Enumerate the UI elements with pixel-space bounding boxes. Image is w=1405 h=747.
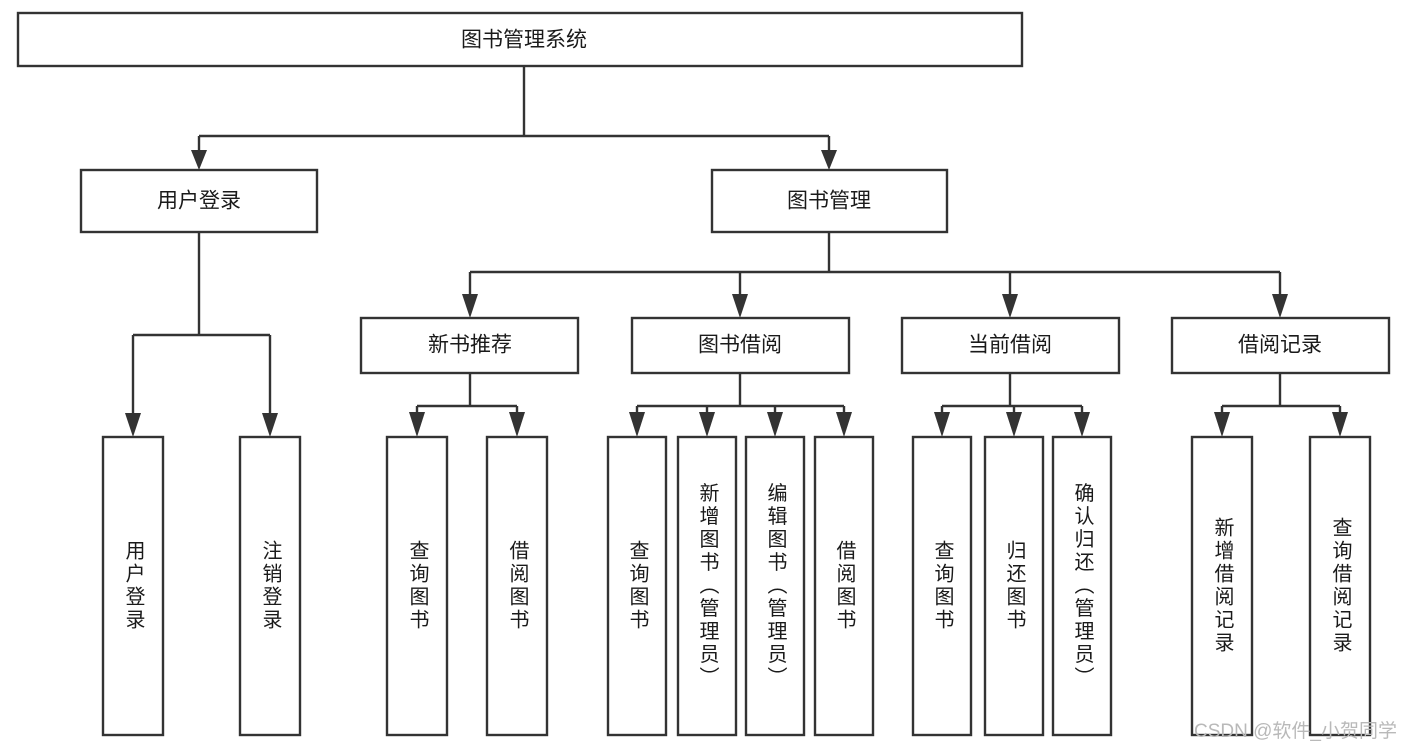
- arrowhead-user-login: [191, 150, 207, 170]
- arrowhead-leaf-user-logout: [262, 413, 278, 437]
- node-leaf-cur-confirm-return-label: 确认归还（管理员）: [1071, 482, 1094, 689]
- node-leaf-borrow-borrow-book[interactable]: 借阅图书: [813, 435, 875, 737]
- node-leaf-rec-add-record-label: 新增借阅记录: [1211, 517, 1234, 655]
- node-leaf-rec-borrow-book-box[interactable]: [485, 435, 549, 737]
- node-borrow-record-label: 借阅记录: [1238, 334, 1322, 357]
- node-new-book-rec[interactable]: 新书推荐: [359, 316, 580, 375]
- node-new-book-rec-label: 新书推荐: [428, 334, 512, 357]
- node-leaf-borrow-query-book-label: 查询图书: [626, 540, 649, 632]
- node-book-manage-label: 图书管理: [787, 190, 871, 213]
- node-leaf-borrow-borrow-book-box[interactable]: [813, 435, 875, 737]
- node-leaf-borrow-query-book-box[interactable]: [606, 435, 668, 737]
- node-leaf-rec-query-record-label: 查询借阅记录: [1329, 517, 1352, 655]
- node-book-borrow-label: 图书借阅: [698, 334, 782, 357]
- arrowhead-leaf-rec-add-record: [1214, 412, 1230, 437]
- node-leaf-borrow-edit-book[interactable]: 编辑图书（管理员）: [744, 435, 806, 737]
- arrowhead-borrow-record: [1272, 294, 1288, 318]
- node-leaf-borrow-edit-book-label: 编辑图书（管理员）: [764, 482, 787, 689]
- node-user-login[interactable]: 用户登录: [79, 168, 319, 234]
- node-book-borrow-box[interactable]: [630, 316, 851, 375]
- node-leaf-cur-query-book[interactable]: 查询图书: [911, 435, 973, 737]
- node-root[interactable]: 图书管理系统: [16, 11, 1024, 68]
- arrowhead-leaf-borrow-borrow-book: [836, 412, 852, 437]
- node-leaf-borrow-add-book-label: 新增图书（管理员）: [696, 482, 719, 689]
- node-leaf-cur-return-book[interactable]: 归还图书: [983, 435, 1045, 737]
- node-leaf-rec-query-record[interactable]: 查询借阅记录: [1308, 435, 1372, 737]
- node-leaf-user-login-label: 用户登录: [122, 540, 145, 632]
- node-leaf-borrow-add-book-box[interactable]: [676, 435, 738, 737]
- node-leaf-borrow-query-book[interactable]: 查询图书: [606, 435, 668, 737]
- arrowhead-current-borrow: [1002, 294, 1018, 318]
- node-current-borrow-label: 当前借阅: [968, 334, 1052, 357]
- node-book-manage[interactable]: 图书管理: [710, 168, 949, 234]
- arrowhead-book-borrow: [732, 294, 748, 318]
- arrowhead-leaf-rec-query-book: [409, 412, 425, 437]
- node-leaf-rec-add-record-box[interactable]: [1190, 435, 1254, 737]
- arrowhead-leaf-rec-query-record: [1332, 412, 1348, 437]
- node-borrow-record[interactable]: 借阅记录: [1170, 316, 1391, 375]
- arrowhead-leaf-cur-confirm-return: [1074, 412, 1090, 437]
- node-leaf-user-login[interactable]: 用户登录: [101, 435, 165, 737]
- arrowhead-book-manage: [821, 150, 837, 170]
- node-leaf-user-logout-label: 注销登录: [259, 540, 282, 632]
- arrowhead-new-book-rec: [462, 294, 478, 318]
- node-root-box[interactable]: [16, 11, 1024, 68]
- node-leaf-rec-query-book[interactable]: 查询图书: [385, 435, 449, 737]
- node-user-login-box[interactable]: [79, 168, 319, 234]
- node-leaf-cur-query-book-label: 查询图书: [931, 540, 954, 632]
- node-leaf-rec-add-record[interactable]: 新增借阅记录: [1190, 435, 1254, 737]
- node-current-borrow-box[interactable]: [900, 316, 1121, 375]
- node-user-login-label: 用户登录: [157, 190, 241, 213]
- node-leaf-user-logout-box[interactable]: [238, 435, 302, 737]
- node-leaf-cur-confirm-return-box[interactable]: [1051, 435, 1113, 737]
- arrowhead-leaf-borrow-edit-book: [767, 412, 783, 437]
- arrowhead-leaf-borrow-add-book: [699, 412, 715, 437]
- node-leaf-cur-query-book-box[interactable]: [911, 435, 973, 737]
- node-leaf-cur-return-book-box[interactable]: [983, 435, 1045, 737]
- node-leaf-borrow-edit-book-box[interactable]: [744, 435, 806, 737]
- connector-layer: [125, 66, 1348, 437]
- node-leaf-rec-query-book-box[interactable]: [385, 435, 449, 737]
- node-leaf-cur-return-book-label: 归还图书: [1003, 540, 1026, 632]
- node-leaf-rec-borrow-book-label: 借阅图书: [506, 540, 529, 632]
- node-borrow-record-box[interactable]: [1170, 316, 1391, 375]
- node-leaf-rec-borrow-book[interactable]: 借阅图书: [485, 435, 549, 737]
- node-leaf-user-logout[interactable]: 注销登录: [238, 435, 302, 737]
- node-leaf-borrow-borrow-book-label: 借阅图书: [833, 540, 856, 632]
- csdn-watermark: CSDN @软件_小贺同学: [1194, 721, 1397, 742]
- node-leaf-borrow-add-book[interactable]: 新增图书（管理员）: [676, 435, 738, 737]
- node-leaf-rec-query-book-label: 查询图书: [406, 540, 429, 632]
- node-leaf-cur-confirm-return[interactable]: 确认归还（管理员）: [1051, 435, 1113, 737]
- node-current-borrow[interactable]: 当前借阅: [900, 316, 1121, 375]
- node-book-borrow[interactable]: 图书借阅: [630, 316, 851, 375]
- node-leaf-user-login-box[interactable]: [101, 435, 165, 737]
- arrowhead-leaf-user-login: [125, 413, 141, 437]
- node-book-manage-box[interactable]: [710, 168, 949, 234]
- node-leaf-rec-query-record-box[interactable]: [1308, 435, 1372, 737]
- arrowhead-leaf-cur-query-book: [934, 412, 950, 437]
- node-new-book-rec-box[interactable]: [359, 316, 580, 375]
- arrowhead-leaf-borrow-query-book: [629, 412, 645, 437]
- arrowhead-leaf-rec-borrow-book: [509, 412, 525, 437]
- arrowhead-leaf-cur-return-book: [1006, 412, 1022, 437]
- node-root-label: 图书管理系统: [461, 29, 587, 52]
